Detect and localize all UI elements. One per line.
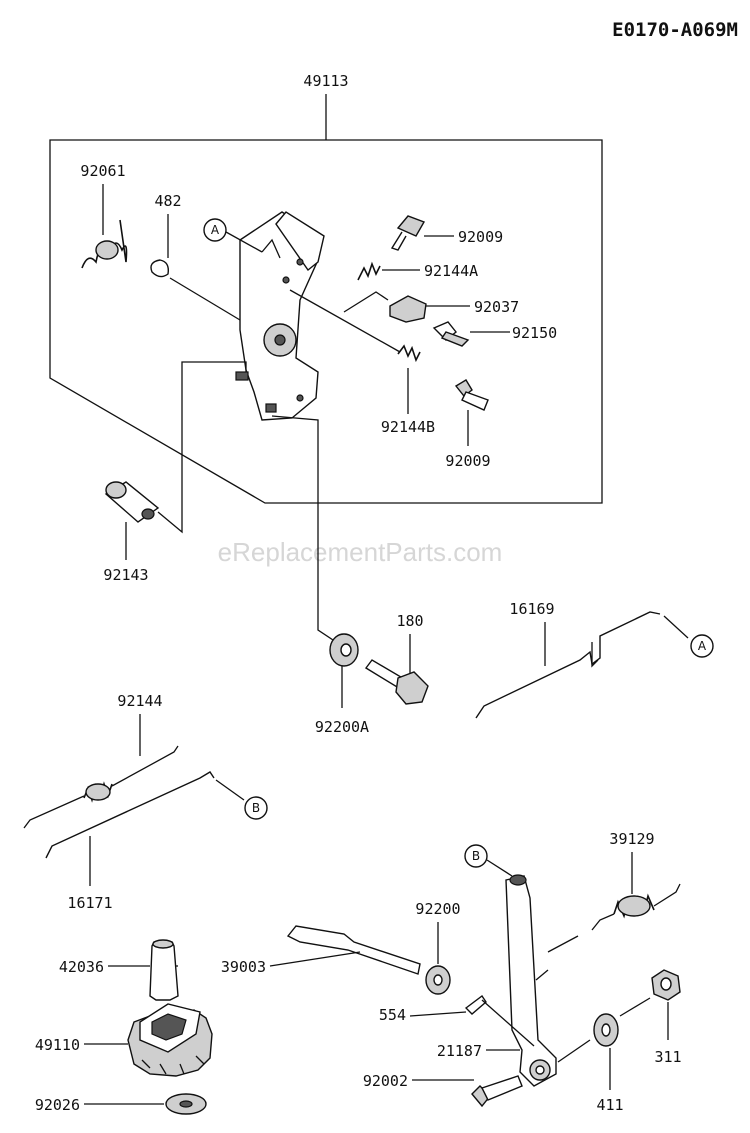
gear-49110[interactable]: 49110 <box>35 1003 213 1077</box>
pin-42036[interactable]: 42036 <box>59 939 179 1001</box>
assembly-label: 49113 <box>303 72 348 90</box>
washer-411[interactable]: 411 <box>557 1013 624 1114</box>
part-label-92144: 92144 <box>117 692 162 710</box>
part-label-16169: 16169 <box>509 600 554 618</box>
callout-b-right-label: B <box>472 849 480 863</box>
part-label-16171: 16171 <box>67 894 112 912</box>
callout-b-right: B <box>464 844 513 877</box>
bolt-180[interactable]: 180 <box>364 612 429 705</box>
part-label-92002: 92002 <box>363 1072 408 1090</box>
assembly-outline <box>49 139 603 504</box>
spring-92144b[interactable]: 92144B <box>289 289 435 436</box>
bolt-92002[interactable]: 92002 <box>363 1072 523 1108</box>
part-label-180: 180 <box>396 612 423 630</box>
part-label-92061: 92061 <box>80 162 125 180</box>
spacer-92143[interactable]: 92143 <box>103 361 247 584</box>
pin-554[interactable]: 554 <box>379 994 535 1047</box>
rod-16169[interactable]: 16169 <box>475 600 689 719</box>
callout-a-lower: A <box>690 634 714 658</box>
part-label-92144b: 92144B <box>381 418 435 436</box>
nut-311[interactable]: 311 <box>619 969 682 1066</box>
part-label-92143: 92143 <box>103 566 148 584</box>
callout-b-left: B <box>244 796 268 820</box>
screw-92009-lower[interactable]: 92009 <box>445 379 491 470</box>
part-label-21187: 21187 <box>437 1042 482 1060</box>
washer-92200a[interactable]: 92200A <box>271 415 369 736</box>
part-label-92037: 92037 <box>474 298 519 316</box>
callout-a-upper: A <box>203 218 263 253</box>
spring-92061[interactable]: 92061 <box>80 162 128 269</box>
washer-92026[interactable]: 92026 <box>35 1093 207 1115</box>
spring-92144[interactable]: 92144 <box>23 692 179 829</box>
clamp-92037[interactable]: 92037 <box>343 291 519 323</box>
callout-b-left-label: B <box>252 801 260 815</box>
part-label-482: 482 <box>154 192 181 210</box>
part-label-411: 411 <box>596 1096 623 1114</box>
part-label-39003: 39003 <box>221 958 266 976</box>
part-label-92144a: 92144A <box>424 262 478 280</box>
part-label-92009-lower: 92009 <box>445 452 490 470</box>
callout-a-lower-label: A <box>698 639 707 653</box>
bolt-92150[interactable]: 92150 <box>432 321 557 347</box>
assembly-49113-group: 49113 <box>49 72 603 504</box>
screw-92009-upper[interactable]: 92009 <box>390 215 503 251</box>
washer-92200[interactable]: 92200 <box>415 900 461 995</box>
part-label-92150: 92150 <box>512 324 557 342</box>
spring-92144a[interactable]: 92144A <box>357 261 478 281</box>
clip-482[interactable]: 482 <box>150 192 241 321</box>
part-label-92009-upper: 92009 <box>458 228 503 246</box>
part-label-49110: 49110 <box>35 1036 80 1054</box>
diagram-code: E0170-A069M <box>612 19 738 41</box>
part-label-92200: 92200 <box>415 900 460 918</box>
rod-16171[interactable]: 16171 <box>45 771 245 912</box>
part-label-42036: 42036 <box>59 958 104 976</box>
spring-39129[interactable]: 39129 <box>547 830 681 953</box>
part-label-92026: 92026 <box>35 1096 80 1114</box>
part-label-39129: 39129 <box>609 830 654 848</box>
watermark: eReplacementParts.com <box>218 537 503 567</box>
part-label-554: 554 <box>379 1006 406 1024</box>
lever-21187[interactable]: 21187 <box>437 874 557 1087</box>
callout-a-upper-label: A <box>211 223 220 237</box>
control-bracket[interactable] <box>235 211 325 421</box>
part-label-92200a: 92200A <box>315 718 369 736</box>
part-label-311: 311 <box>654 1048 681 1066</box>
rod-39003[interactable]: 39003 <box>168 925 421 976</box>
